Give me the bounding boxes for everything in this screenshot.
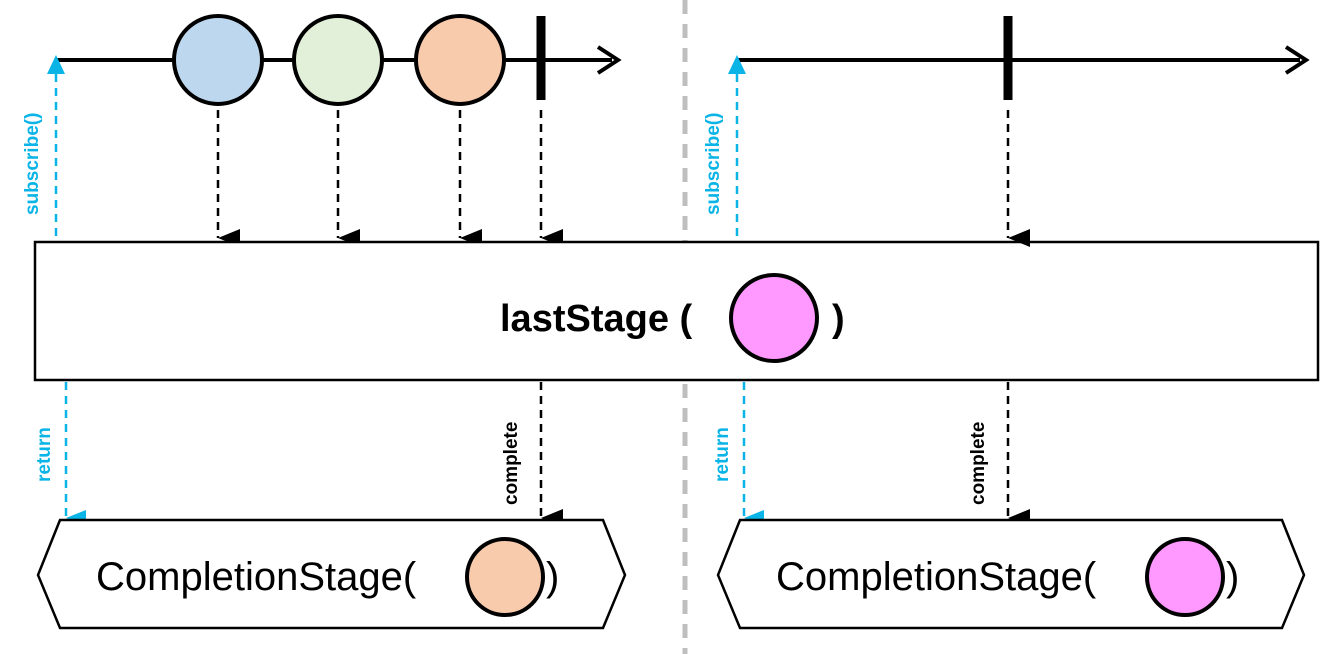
complete-label: complete bbox=[501, 422, 522, 505]
subscribe-label: subscribe() bbox=[22, 113, 43, 215]
operator-box: lastStage ( ) bbox=[33, 240, 1320, 382]
completion-stage-label: CompletionStage( bbox=[96, 555, 417, 599]
subscribe-arrowhead bbox=[47, 55, 65, 74]
subscribe-label: subscribe() bbox=[703, 113, 724, 215]
completion-stage-label: CompletionStage( bbox=[776, 555, 1097, 599]
return-label: return bbox=[34, 427, 55, 482]
result-value-marble bbox=[465, 537, 545, 617]
timeline-arrowhead bbox=[596, 45, 622, 75]
right-panel: subscribe() return complete CompletionSt… bbox=[703, 16, 1310, 630]
return-label: return bbox=[712, 427, 733, 482]
result-value-marble bbox=[1145, 537, 1225, 617]
operator-close: ) bbox=[832, 298, 845, 340]
operator-label: lastStage ( bbox=[500, 298, 693, 340]
complete-label: complete bbox=[968, 422, 989, 505]
operator-rect bbox=[33, 240, 1320, 382]
item-marble-2 bbox=[292, 14, 384, 106]
item-marble-1 bbox=[172, 14, 264, 106]
completion-stage-close: ) bbox=[546, 555, 559, 599]
item-marble-3 bbox=[414, 14, 506, 106]
timeline-arrowhead bbox=[1284, 45, 1310, 75]
completion-stage-close: ) bbox=[1226, 555, 1239, 599]
left-panel: subscribe() return complete CompletionSt… bbox=[22, 14, 627, 630]
operator-default-marble bbox=[729, 273, 819, 363]
subscribe-arrowhead bbox=[728, 55, 746, 74]
